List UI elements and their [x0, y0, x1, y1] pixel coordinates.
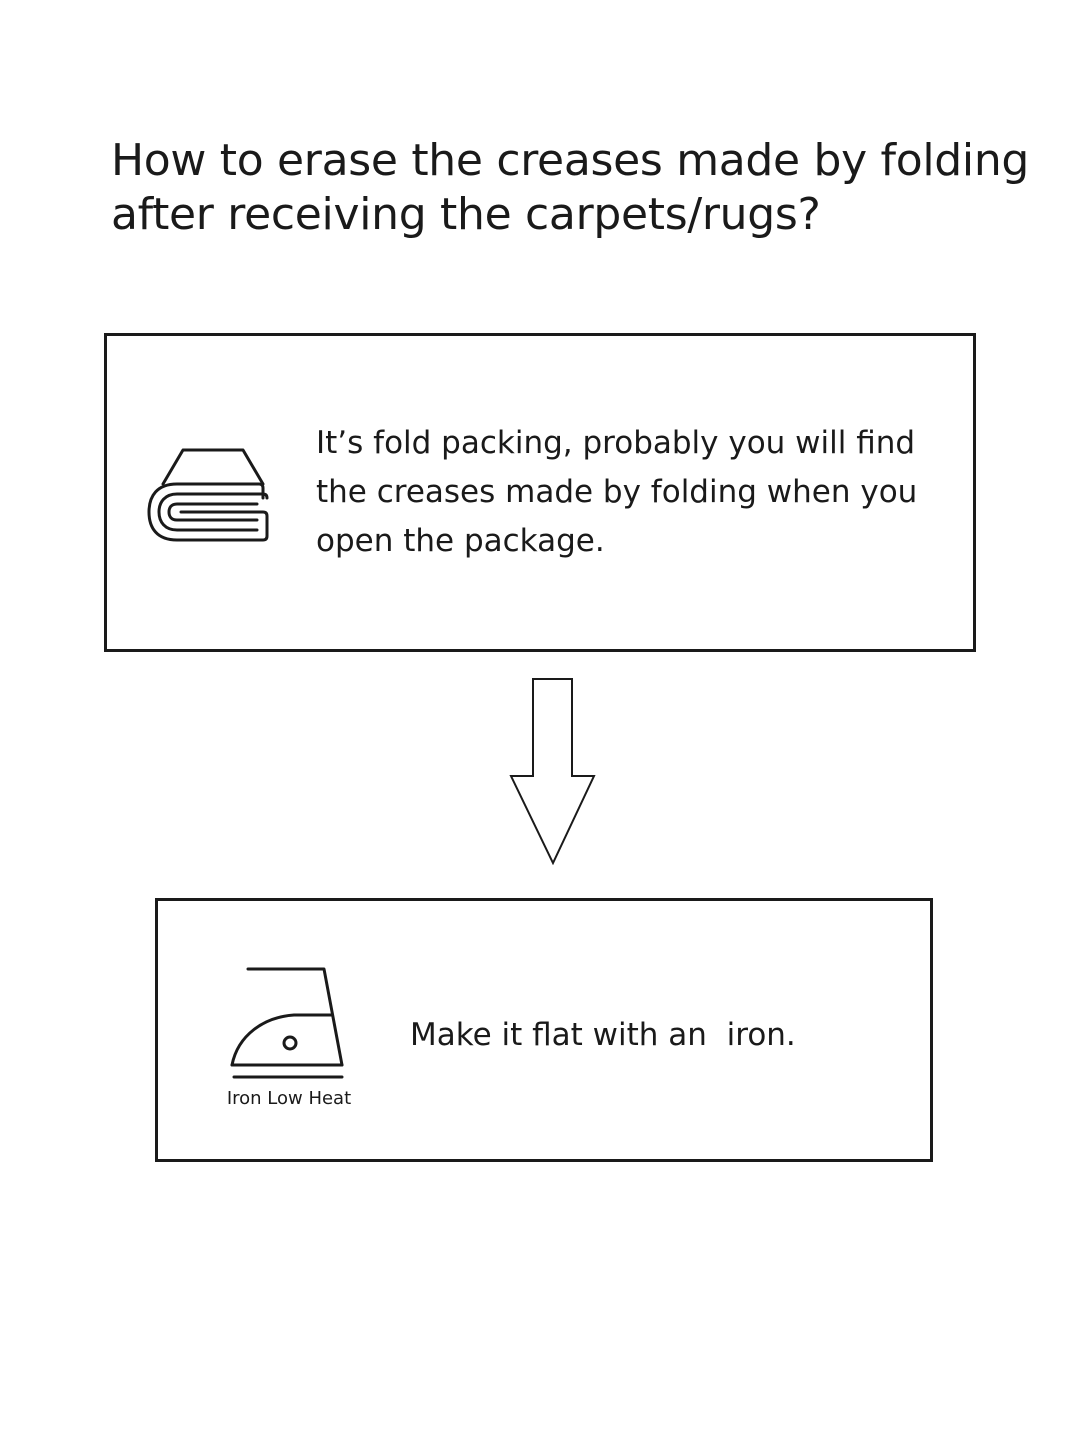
down-arrow-icon	[509, 678, 596, 865]
folded-blanket-icon	[147, 448, 269, 542]
step-1-box: It’s fold packing, probably you will fin…	[104, 333, 976, 652]
page-title: How to erase the creases made by folding…	[111, 135, 1030, 240]
step-2-box: Iron Low Heat Make it flat with an iron.	[155, 898, 933, 1162]
iron-low-heat-caption: Iron Low Heat	[226, 1088, 352, 1109]
step-2-text: Make it flat with an iron.	[410, 1017, 796, 1053]
iron-icon	[230, 967, 344, 1079]
step-1-text: It’s fold packing, probably you will fin…	[316, 425, 918, 559]
